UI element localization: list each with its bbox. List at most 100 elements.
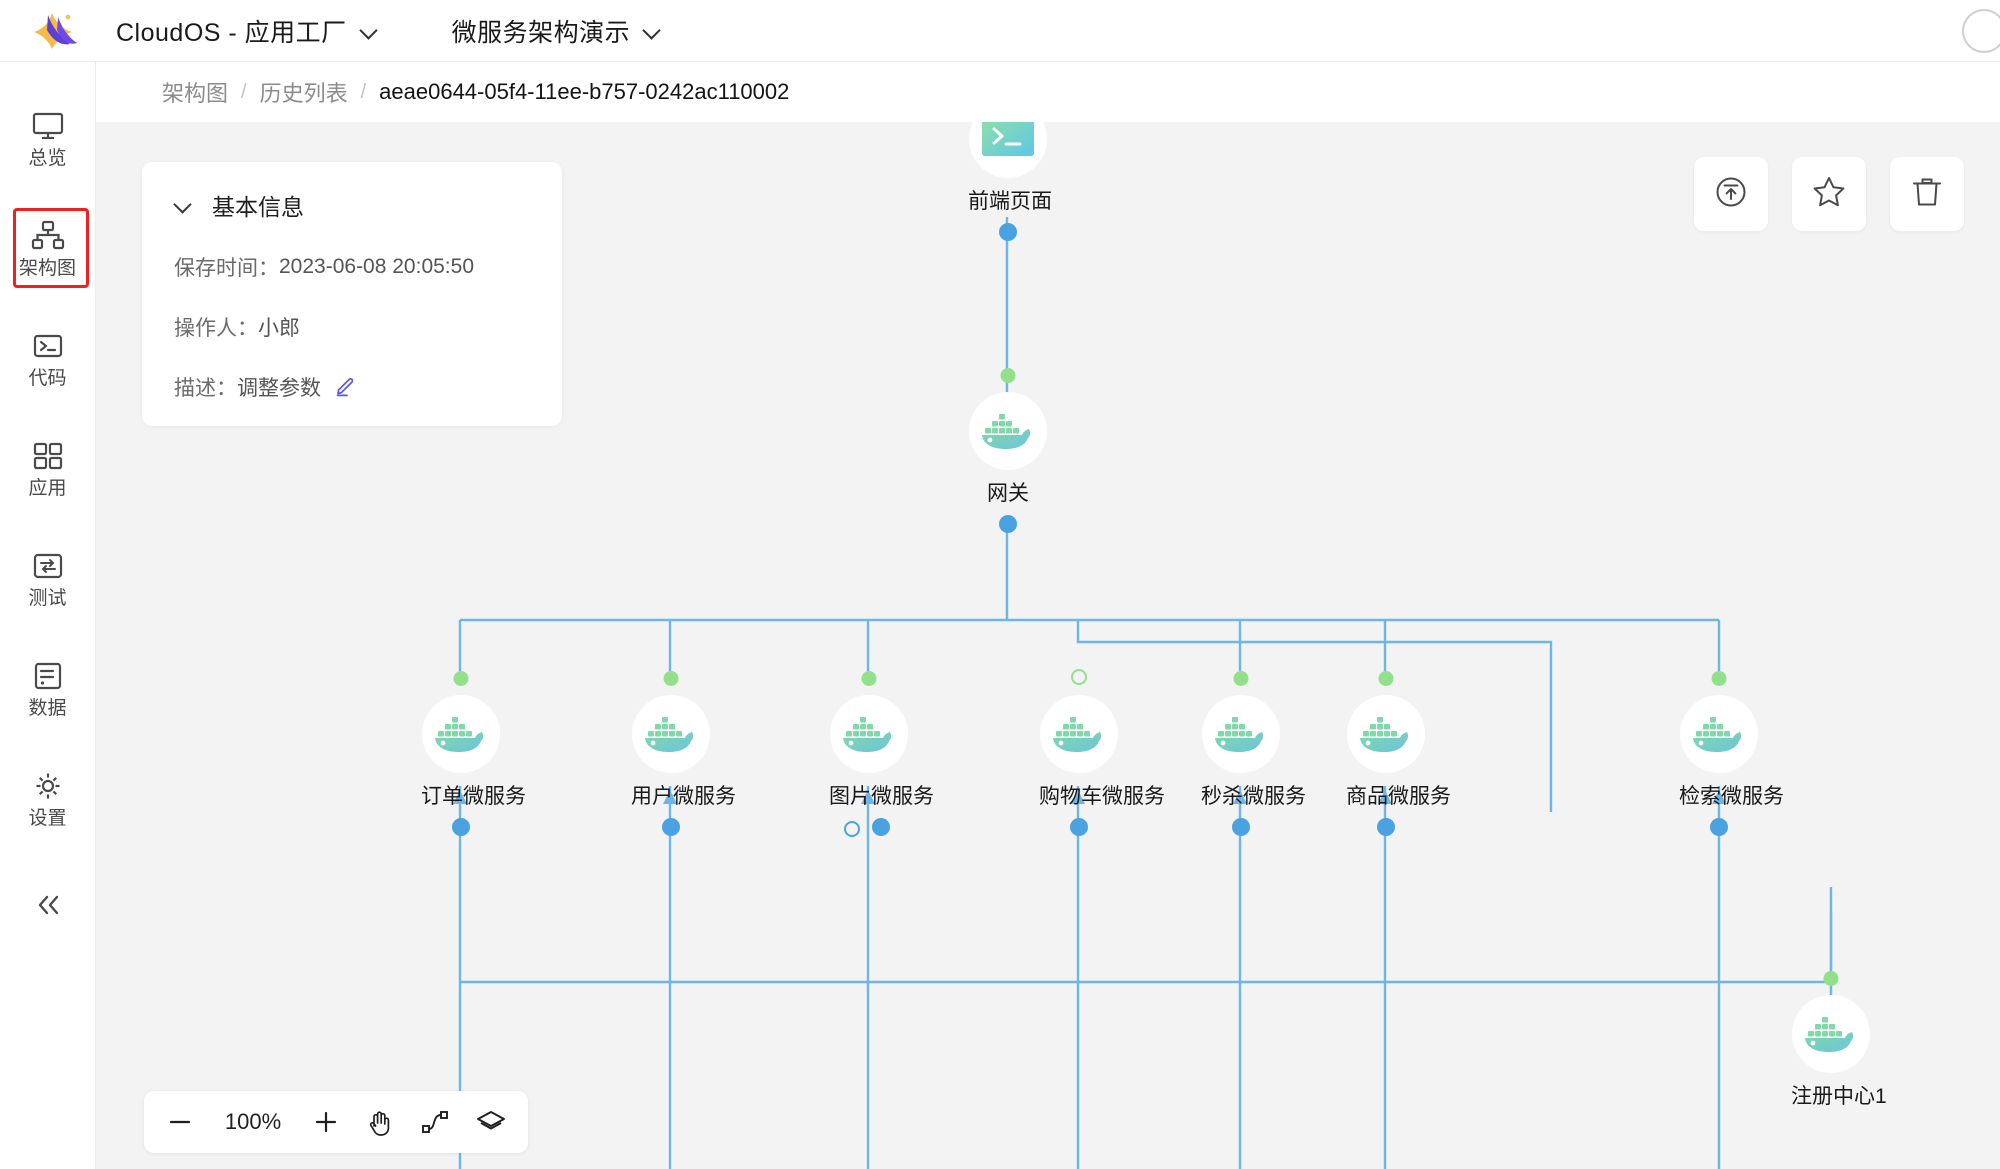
architecture-canvas[interactable]: 基本信息 保存时间： 2023-06-08 20:05:50 操作人： 小郎 描… bbox=[96, 122, 2000, 1169]
node-seckill-service[interactable]: 秒杀微服务 bbox=[1201, 671, 1306, 836]
node-port-in[interactable] bbox=[1377, 818, 1395, 836]
sidebar-item-label: 代码 bbox=[28, 368, 67, 389]
monitor-icon bbox=[31, 110, 65, 142]
connection-line-icon[interactable] bbox=[420, 1108, 450, 1136]
zoom-in-button[interactable] bbox=[312, 1108, 340, 1136]
node-label: 注册中心1 bbox=[1791, 1085, 1887, 1108]
favorite-button[interactable] bbox=[1792, 157, 1866, 231]
docker-whale-icon bbox=[1803, 1010, 1859, 1059]
node-port-in-secondary[interactable] bbox=[844, 821, 860, 837]
node-registry-center[interactable]: 注册中心1 bbox=[1791, 971, 1887, 1110]
node-icon-wrap[interactable] bbox=[1792, 995, 1870, 1073]
node-icon-wrap[interactable] bbox=[632, 695, 710, 773]
node-icon-wrap[interactable] bbox=[1202, 695, 1280, 773]
node-icon-wrap[interactable] bbox=[1347, 695, 1425, 773]
node-label: 检索微服务 bbox=[1679, 785, 1784, 808]
hand-icon[interactable] bbox=[366, 1107, 394, 1137]
terminal-tile-icon bbox=[980, 122, 1036, 163]
node-icon-wrap[interactable] bbox=[1040, 695, 1118, 773]
project-switcher[interactable]: 微服务架构演示 bbox=[446, 9, 668, 53]
sidebar: 总览 架构图 代码 应用 测试 bbox=[0, 62, 96, 1169]
sidebar-item-overview[interactable]: 总览 bbox=[3, 96, 93, 180]
logo-wrap[interactable] bbox=[0, 11, 110, 51]
docker-whale-icon bbox=[433, 710, 489, 759]
sidebar-item-settings[interactable]: 设置 bbox=[3, 756, 93, 840]
node-label: 用户微服务 bbox=[631, 785, 736, 808]
node-gateway[interactable]: 网关 bbox=[968, 368, 1048, 533]
save-time-row: 保存时间： 2023-06-08 20:05:50 bbox=[142, 252, 562, 282]
description-value: 调整参数 bbox=[237, 377, 321, 400]
sidebar-collapse-button[interactable] bbox=[18, 882, 78, 932]
project-name: 微服务架构演示 bbox=[451, 18, 631, 47]
trash-icon bbox=[1908, 173, 1946, 216]
sidebar-item-label: 总览 bbox=[28, 148, 67, 169]
save-time-label: 保存时间： bbox=[174, 257, 279, 280]
node-port-out[interactable] bbox=[1823, 971, 1839, 986]
node-port-out[interactable] bbox=[1071, 669, 1087, 685]
node-search-service[interactable]: 检索微服务 bbox=[1679, 671, 1784, 836]
sidebar-item-test[interactable]: 测试 bbox=[3, 536, 93, 620]
breadcrumb-root[interactable]: 架构图 bbox=[162, 81, 229, 106]
node-port-out[interactable] bbox=[453, 671, 469, 686]
node-order-service[interactable]: 订单微服务 bbox=[421, 671, 526, 836]
top-bar-right bbox=[1962, 8, 2000, 53]
operator-value: 小郎 bbox=[258, 317, 300, 340]
node-port-in[interactable] bbox=[999, 515, 1017, 533]
zoom-level[interactable]: 100% bbox=[224, 1109, 282, 1134]
node-icon-wrap[interactable] bbox=[969, 122, 1047, 178]
node-cart-service[interactable]: 购物车微服务 bbox=[1039, 669, 1165, 836]
sidebar-item-label: 设置 bbox=[28, 808, 67, 829]
node-port-in[interactable] bbox=[999, 223, 1017, 241]
node-port-in[interactable] bbox=[872, 818, 890, 836]
node-port-out[interactable] bbox=[861, 671, 877, 686]
delete-button[interactable] bbox=[1890, 157, 1964, 231]
node-icon-wrap[interactable] bbox=[422, 695, 500, 773]
node-image-service[interactable]: 图片微服务 bbox=[829, 671, 934, 837]
docker-whale-icon bbox=[1358, 710, 1414, 759]
docker-whale-icon bbox=[841, 710, 897, 759]
pencil-edit-icon[interactable] bbox=[335, 376, 357, 398]
node-product-service[interactable]: 商品微服务 bbox=[1346, 671, 1451, 836]
basic-info-header[interactable]: 基本信息 bbox=[142, 188, 562, 222]
gear-icon bbox=[31, 770, 65, 802]
layers-icon[interactable] bbox=[476, 1108, 506, 1136]
node-frontend[interactable]: 前端页面 bbox=[968, 122, 1052, 241]
sidebar-item-apps[interactable]: 应用 bbox=[3, 426, 93, 510]
node-port-out[interactable] bbox=[1378, 671, 1394, 686]
node-port-out[interactable] bbox=[1000, 368, 1016, 383]
product-switcher[interactable]: CloudOS - 应用工厂 bbox=[110, 9, 384, 53]
star-icon bbox=[1810, 173, 1848, 216]
operator-label: 操作人： bbox=[174, 317, 258, 340]
node-port-in[interactable] bbox=[662, 818, 680, 836]
restore-button[interactable] bbox=[1694, 157, 1768, 231]
node-icon-wrap[interactable] bbox=[830, 695, 908, 773]
chevron-down-icon bbox=[174, 198, 192, 212]
node-label: 网关 bbox=[987, 482, 1029, 505]
node-port-in[interactable] bbox=[1232, 818, 1250, 836]
grid-icon bbox=[31, 440, 65, 472]
node-port-in[interactable] bbox=[452, 818, 470, 836]
sparkle-logo-icon bbox=[32, 11, 78, 51]
breadcrumb-history-list[interactable]: 历史列表 bbox=[259, 81, 348, 106]
node-port-out[interactable] bbox=[663, 671, 679, 686]
sidebar-item-code[interactable]: 代码 bbox=[3, 316, 93, 400]
node-icon-wrap[interactable] bbox=[1680, 695, 1758, 773]
sidebar-item-architecture[interactable]: 架构图 bbox=[3, 206, 93, 290]
node-label: 前端页面 bbox=[968, 190, 1052, 213]
description-row: 描述： 调整参数 bbox=[142, 372, 562, 402]
zoom-out-button[interactable] bbox=[166, 1108, 194, 1136]
node-port-out[interactable] bbox=[1711, 671, 1727, 686]
database-icon bbox=[31, 660, 65, 692]
node-port-out[interactable] bbox=[1233, 671, 1249, 686]
node-port-in[interactable] bbox=[1710, 818, 1728, 836]
node-port-in[interactable] bbox=[1070, 818, 1088, 836]
node-icon-wrap[interactable] bbox=[969, 392, 1047, 470]
terminal-icon bbox=[31, 330, 65, 362]
node-label: 订单微服务 bbox=[421, 785, 526, 808]
docker-whale-icon bbox=[1051, 710, 1107, 759]
node-user-service[interactable]: 用户微服务 bbox=[631, 671, 736, 836]
sidebar-item-label: 测试 bbox=[28, 588, 67, 609]
circle-up-arrow-icon bbox=[1712, 173, 1750, 216]
sidebar-item-data[interactable]: 数据 bbox=[3, 646, 93, 730]
avatar[interactable] bbox=[1962, 8, 2000, 53]
